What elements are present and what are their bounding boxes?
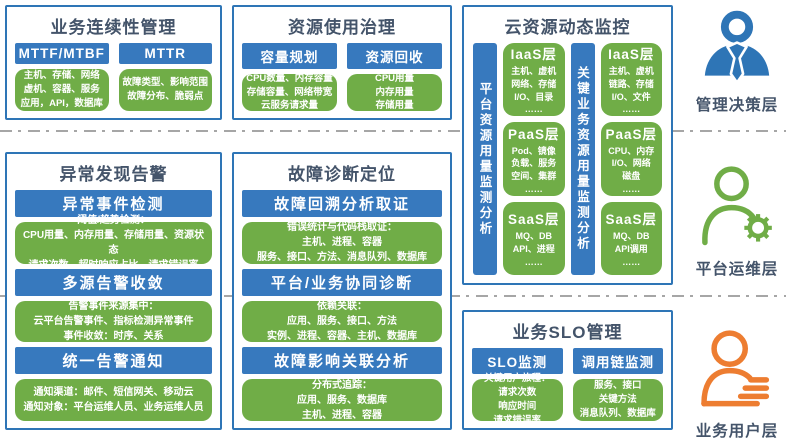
trace-monitor-lines: 服务、接口 关键方法 消息队列、数据库 <box>579 380 656 419</box>
capacity-planning-lines: CPU数量、内存容量 存储容量、网络带宽 云服务请求量 <box>246 72 333 112</box>
business-saas-lines: MQ、DB API调用 …… <box>613 231 650 267</box>
panel-title-business-continuity: 业务连续性管理 <box>50 18 177 37</box>
co-diagnosis-box: 依赖关联： 应用、服务、接口、方法 实例、进程、容器、主机、数据库 <box>242 300 442 343</box>
trace-monitor-column: 调用链监测 服务、接口 关键方法 消息队列、数据库 <box>572 348 663 421</box>
panel-cloud-monitor: 云资源动态监控 平台资源用量监测分析 IaaS层 主机、虚机 网络、存储 I/O… <box>462 5 673 285</box>
anomaly-detect-box: 阈值/趋势检测： CPU用量、内存用量、存储用量、资源状态 请求次数、超时响应占… <box>15 215 212 271</box>
slo-monitor-header: SLO监测 <box>472 348 563 374</box>
resource-reclaim-lines: CPU用量 内存用量 存储用量 <box>374 72 415 112</box>
persona-management: 管理决策层 <box>688 6 786 115</box>
business-iaas-name: IaaS层 <box>608 47 655 63</box>
mttr-header: MTTR <box>118 43 212 64</box>
persona-business-user-label: 业务用户层 <box>695 423 779 438</box>
trace-monitor-header: 调用链监测 <box>572 348 663 374</box>
business-paas-lines: CPU、内存 I/O、网络 磁盘 …… <box>608 145 655 194</box>
business-layers-column: IaaS层 主机、虚机 链路、存储 I/O、文件 …… PaaS层 CPU、内存… <box>600 43 662 275</box>
panel-title-anomaly-alert: 异常发现告警 <box>59 165 168 184</box>
alert-converge-section: 多源告警收敛 告警事件来源集中： 云平台告警事件、指标检测异常事件 事件收敛：时… <box>15 268 212 343</box>
panel-title-slo-management: 业务SLO管理 <box>512 323 623 342</box>
business-continuity-columns: MTTF/MTBF 主机、存储、网络 虚机、容器、服务 应用，API，数据库 M… <box>15 43 212 111</box>
fault-trace-box: 错误统计与代码栈取证： 主机、进程、容器 服务、接口、方法、消息队列、数据库 <box>242 222 442 264</box>
key-business-resource-usage-bar: 关键业务资源用量监测分析 <box>570 43 595 275</box>
alert-notify-box: 通知渠道：邮件、短信网关、移动云 通知对象：平台运维人员、业务运维人员 <box>15 379 212 422</box>
panel-title-fault-diagnosis: 故障诊断定位 <box>288 165 396 184</box>
platform-layers-column: IaaS层 主机、虚机 网络、存储 I/O、目录 …… PaaS层 Pod、镜像… <box>503 43 565 275</box>
impact-analysis-section: 故障影响关联分析 分布式追踪： 应用、服务、数据库 主机、进程、容器 <box>242 347 442 422</box>
impact-analysis-box: 分布式追踪： 应用、服务、数据库 主机、进程、容器 <box>242 379 442 422</box>
slo-monitor-box: 关键用户旅程： 请求次数 响应时间 请求错误率 <box>472 373 563 426</box>
business-paas-layer: PaaS层 CPU、内存 I/O、网络 磁盘 …… <box>600 122 662 196</box>
person-list-icon <box>701 330 770 407</box>
slo-monitor-lines: 关键用户旅程： 请求次数 响应时间 请求错误率 <box>483 373 551 426</box>
alert-notify-section: 统一告警通知 通知渠道：邮件、短信网关、移动云 通知对象：平台运维人员、业务运维… <box>15 347 212 422</box>
platform-saas-lines: MQ、DB API、进程 …… <box>512 231 555 267</box>
mttf-column: MTTF/MTBF 主机、存储、网络 虚机、容器、服务 应用，API，数据库 <box>15 43 109 111</box>
business-saas-name: SaaS层 <box>605 212 658 228</box>
platform-paas-name: PaaS层 <box>507 126 560 142</box>
capacity-planning-box: CPU数量、内存容量 存储容量、网络带宽 云服务请求量 <box>242 72 337 112</box>
platform-paas-layer: PaaS层 Pod、镜像 负载、服务 空间、集群 …… <box>503 122 565 196</box>
alert-notify-header: 统一告警通知 <box>15 347 212 375</box>
fault-trace-lines: 错误统计与代码栈取证： 主机、进程、容器 服务、接口、方法、消息队列、数据库 <box>257 222 427 264</box>
mttr-metrics-box: 故障类型、影响范围 故障分布、脆弱点 <box>118 69 212 111</box>
business-saas-layer: SaaS层 MQ、DB API调用 …… <box>600 201 662 275</box>
platform-iaas-name: IaaS层 <box>510 47 557 63</box>
platform-paas-lines: Pod、镜像 负载、服务 空间、集群 …… <box>511 145 557 194</box>
slo-columns: SLO监测 关键用户旅程： 请求次数 响应时间 请求错误率 调用链监测 服务、接… <box>472 348 663 426</box>
mttf-metrics-lines: 主机、存储、网络 虚机、容器、服务 应用，API，数据库 <box>20 70 103 109</box>
fault-diagnosis-sections: 故障回溯分析取证 错误统计与代码栈取证： 主机、进程、容器 服务、接口、方法、消… <box>242 190 442 422</box>
platform-saas-layer: SaaS层 MQ、DB API、进程 …… <box>503 201 565 275</box>
panel-title-resource-governance: 资源使用治理 <box>288 18 396 37</box>
mttr-metrics-lines: 故障类型、影响范围 故障分布、脆弱点 <box>122 77 208 102</box>
alert-converge-lines: 告警事件来源集中： 云平台告警事件、指标检测异常事件 事件收敛：时序、关系 <box>33 301 194 343</box>
co-diagnosis-section: 平台/业务协同诊断 依赖关联： 应用、服务、接口、方法 实例、进程、容器、主机、… <box>242 268 442 343</box>
persona-management-label: 管理决策层 <box>695 97 779 114</box>
dashed-divider-top <box>0 130 786 132</box>
cloud-monitor-body: 平台资源用量监测分析 IaaS层 主机、虚机 网络、存储 I/O、目录 …… P… <box>472 43 663 276</box>
mttf-metrics-box: 主机、存储、网络 虚机、容器、服务 应用，API，数据库 <box>15 69 109 111</box>
persona-business-user: 业务用户层 <box>688 322 786 438</box>
anomaly-detect-section: 异常事件检测 阈值/趋势检测： CPU用量、内存用量、存储用量、资源状态 请求次… <box>15 190 212 271</box>
trace-monitor-box: 服务、接口 关键方法 消息队列、数据库 <box>572 379 663 421</box>
impact-analysis-lines: 分布式追踪： 应用、服务、数据库 主机、进程、容器 <box>297 379 387 421</box>
anomaly-alert-sections: 异常事件检测 阈值/趋势检测： CPU用量、内存用量、存储用量、资源状态 请求次… <box>15 190 212 422</box>
panel-business-continuity: 业务连续性管理 MTTF/MTBF 主机、存储、网络 虚机、容器、服务 应用，A… <box>5 5 222 120</box>
person-gear-icon <box>702 166 772 246</box>
capacity-planning-header: 容量规划 <box>242 43 337 69</box>
slo-monitor-column: SLO监测 关键用户旅程： 请求次数 响应时间 请求错误率 <box>472 348 563 426</box>
persona-platform-ops: 平台运维层 <box>688 158 786 279</box>
alert-converge-box: 告警事件来源集中： 云平台告警事件、指标检测异常事件 事件收敛：时序、关系 <box>15 300 212 343</box>
panel-title-cloud-monitor: 云资源动态监控 <box>504 18 631 37</box>
panel-slo-management: 业务SLO管理 SLO监测 关键用户旅程： 请求次数 响应时间 请求错误率 调用… <box>462 310 673 430</box>
persona-platform-ops-label: 平台运维层 <box>695 261 779 278</box>
alert-converge-header: 多源告警收敛 <box>15 268 212 296</box>
person-tie-icon <box>704 10 770 84</box>
panel-anomaly-alert: 异常发现告警 异常事件检测 阈值/趋势检测： CPU用量、内存用量、存储用量、资… <box>5 152 222 430</box>
resource-reclaim-box: CPU用量 内存用量 存储用量 <box>347 72 442 112</box>
anomaly-detect-lines: 阈值/趋势检测： CPU用量、内存用量、存储用量、资源状态 请求次数、超时响应占… <box>22 214 205 271</box>
business-iaas-layer: IaaS层 主机、虚机 链路、存储 I/O、文件 …… <box>600 43 662 117</box>
business-iaas-lines: 主机、虚机 链路、存储 I/O、文件 …… <box>608 66 654 115</box>
platform-iaas-lines: 主机、虚机 网络、存储 I/O、目录 …… <box>511 66 557 115</box>
mttf-mtbf-header: MTTF/MTBF <box>15 43 109 64</box>
platform-iaas-layer: IaaS层 主机、虚机 网络、存储 I/O、目录 …… <box>503 43 565 117</box>
resource-reclaim-header: 资源回收 <box>347 43 442 69</box>
co-diagnosis-header: 平台/业务协同诊断 <box>242 268 442 296</box>
business-paas-name: PaaS层 <box>605 126 658 142</box>
platform-resource-usage-bar: 平台资源用量监测分析 <box>473 43 497 275</box>
mttr-column: MTTR 故障类型、影响范围 故障分布、脆弱点 <box>118 43 212 111</box>
alert-notify-lines: 通知渠道：邮件、短信网关、移动云 通知对象：平台运维人员、业务运维人员 <box>23 387 204 414</box>
co-diagnosis-lines: 依赖关联： 应用、服务、接口、方法 实例、进程、容器、主机、数据库 <box>267 301 417 343</box>
panel-resource-governance: 资源使用治理 容量规划 CPU数量、内存容量 存储容量、网络带宽 云服务请求量 … <box>232 5 452 120</box>
platform-saas-name: SaaS层 <box>507 212 560 228</box>
fault-trace-header: 故障回溯分析取证 <box>242 190 442 217</box>
impact-analysis-header: 故障影响关联分析 <box>242 347 442 375</box>
gear-icon <box>744 214 772 242</box>
resource-reclaim-column: 资源回收 CPU用量 内存用量 存储用量 <box>347 43 442 111</box>
panel-fault-diagnosis: 故障诊断定位 故障回溯分析取证 错误统计与代码栈取证： 主机、进程、容器 服务、… <box>232 152 452 430</box>
resource-governance-columns: 容量规划 CPU数量、内存容量 存储容量、网络带宽 云服务请求量 资源回收 CP… <box>242 43 442 111</box>
capacity-planning-column: 容量规划 CPU数量、内存容量 存储容量、网络带宽 云服务请求量 <box>242 43 337 111</box>
anomaly-detect-header: 异常事件检测 <box>15 190 212 217</box>
fault-trace-section: 故障回溯分析取证 错误统计与代码栈取证： 主机、进程、容器 服务、接口、方法、消… <box>242 190 442 264</box>
